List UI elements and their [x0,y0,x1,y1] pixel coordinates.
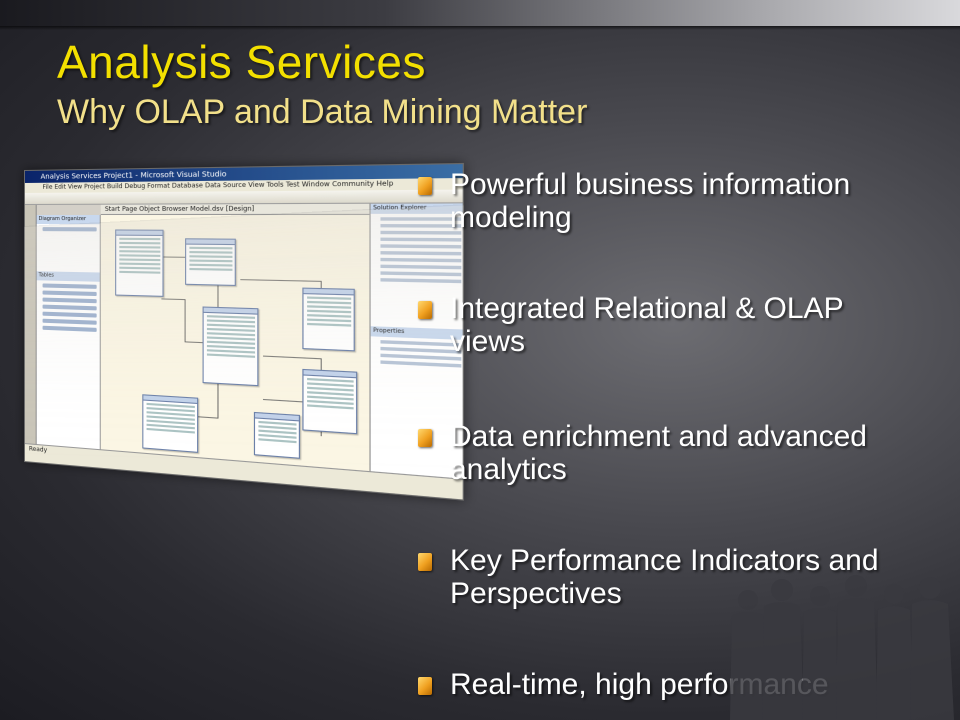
screenshot-reflection [24,204,464,482]
people-silhouettes-icon [730,575,954,720]
top-banner-bar [0,0,960,26]
bullet-marker-icon [418,677,432,695]
top-banner-shadow [0,26,960,30]
bullet-text: Integrated Relational & OLAP views [450,292,844,358]
bullet-marker-icon [418,301,432,319]
bullet-item: Data enrichment and advanced analytics [418,420,938,486]
product-screenshot: Analysis Services Project1 - Microsoft V… [24,162,464,710]
slide-title: Analysis Services [57,36,426,88]
bullet-marker-icon [418,177,432,195]
bullet-text: Key Performance Indicators and Perspecti… [450,544,879,610]
bullet-marker-icon [418,553,432,571]
bullet-marker-icon [418,429,432,447]
bullet-item: Key Performance Indicators and Perspecti… [418,544,938,610]
window-toolbar [24,189,463,205]
slide-subtitle: Why OLAP and Data Mining Matter [57,93,588,131]
bullet-item: Integrated Relational & OLAP views [418,292,938,358]
bullet-item: Powerful business information modeling [418,168,938,234]
bullet-text: Data enrichment and advanced analytics [450,420,867,486]
bullet-text: Powerful business information modeling [450,168,851,234]
